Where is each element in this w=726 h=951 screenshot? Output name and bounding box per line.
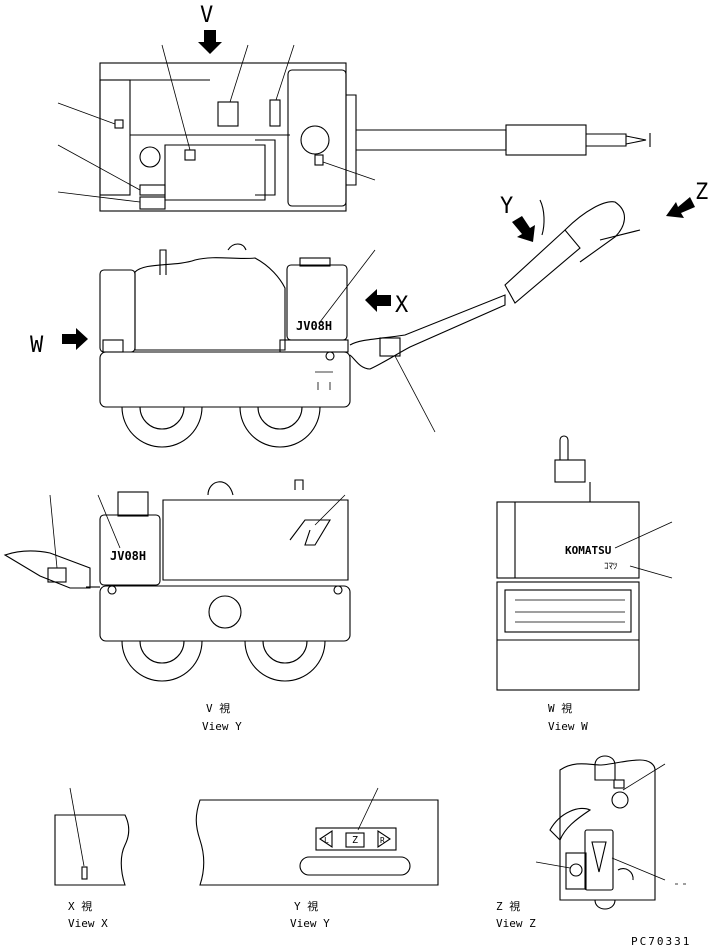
side-view: Y Z X W JV08H: [30, 180, 708, 448]
x-view: X 視 View X: [54, 787, 130, 930]
caption-y-jp: Y 視: [294, 899, 318, 913]
z-view: Z 視 View Z: [496, 755, 686, 930]
page-code: PC70331: [631, 935, 691, 948]
v-view: JV08H V 視 View Y: [3, 479, 351, 733]
caption-w-en: View W: [548, 720, 588, 733]
logo-text: KOMATSU: [565, 544, 612, 557]
arrow-z-icon: [666, 197, 695, 218]
decal-left: L: [324, 836, 329, 845]
caption-x-jp: X 視: [68, 899, 92, 913]
arrow-v-icon: [198, 30, 222, 54]
decal-right: R: [380, 836, 385, 845]
caption-w-jp: W 視: [548, 701, 572, 715]
model-badge-rear: JV08H: [110, 549, 146, 563]
caption-x-en: View X: [68, 917, 108, 930]
decal-center: Z: [352, 835, 358, 846]
marker-y-label: Y: [500, 194, 513, 219]
model-badge: JV08H: [296, 319, 332, 333]
w-view: KOMATSU ｺﾏﾂ W 視 View W: [496, 435, 673, 733]
marker-w-label: W: [30, 333, 44, 358]
logo-sub: ｺﾏﾂ: [604, 562, 618, 572]
marker-x-label: X: [395, 293, 409, 318]
arrow-w-icon: [62, 328, 88, 350]
y-view: L Z R Y 視 View Y: [195, 787, 439, 930]
caption-z-en: View Z: [496, 917, 536, 930]
top-view: V: [57, 3, 651, 212]
caption-z-jp: Z 視: [496, 899, 520, 913]
caption-v-en: View Y: [202, 720, 242, 733]
arrow-y-icon: [512, 216, 535, 242]
caption-v-jp: V 視: [206, 701, 230, 715]
arrow-x-icon: [365, 289, 391, 312]
caption-y-en: View Y: [290, 917, 330, 930]
marker-v-label: V: [200, 3, 213, 28]
marker-z-label: Z: [695, 180, 708, 205]
